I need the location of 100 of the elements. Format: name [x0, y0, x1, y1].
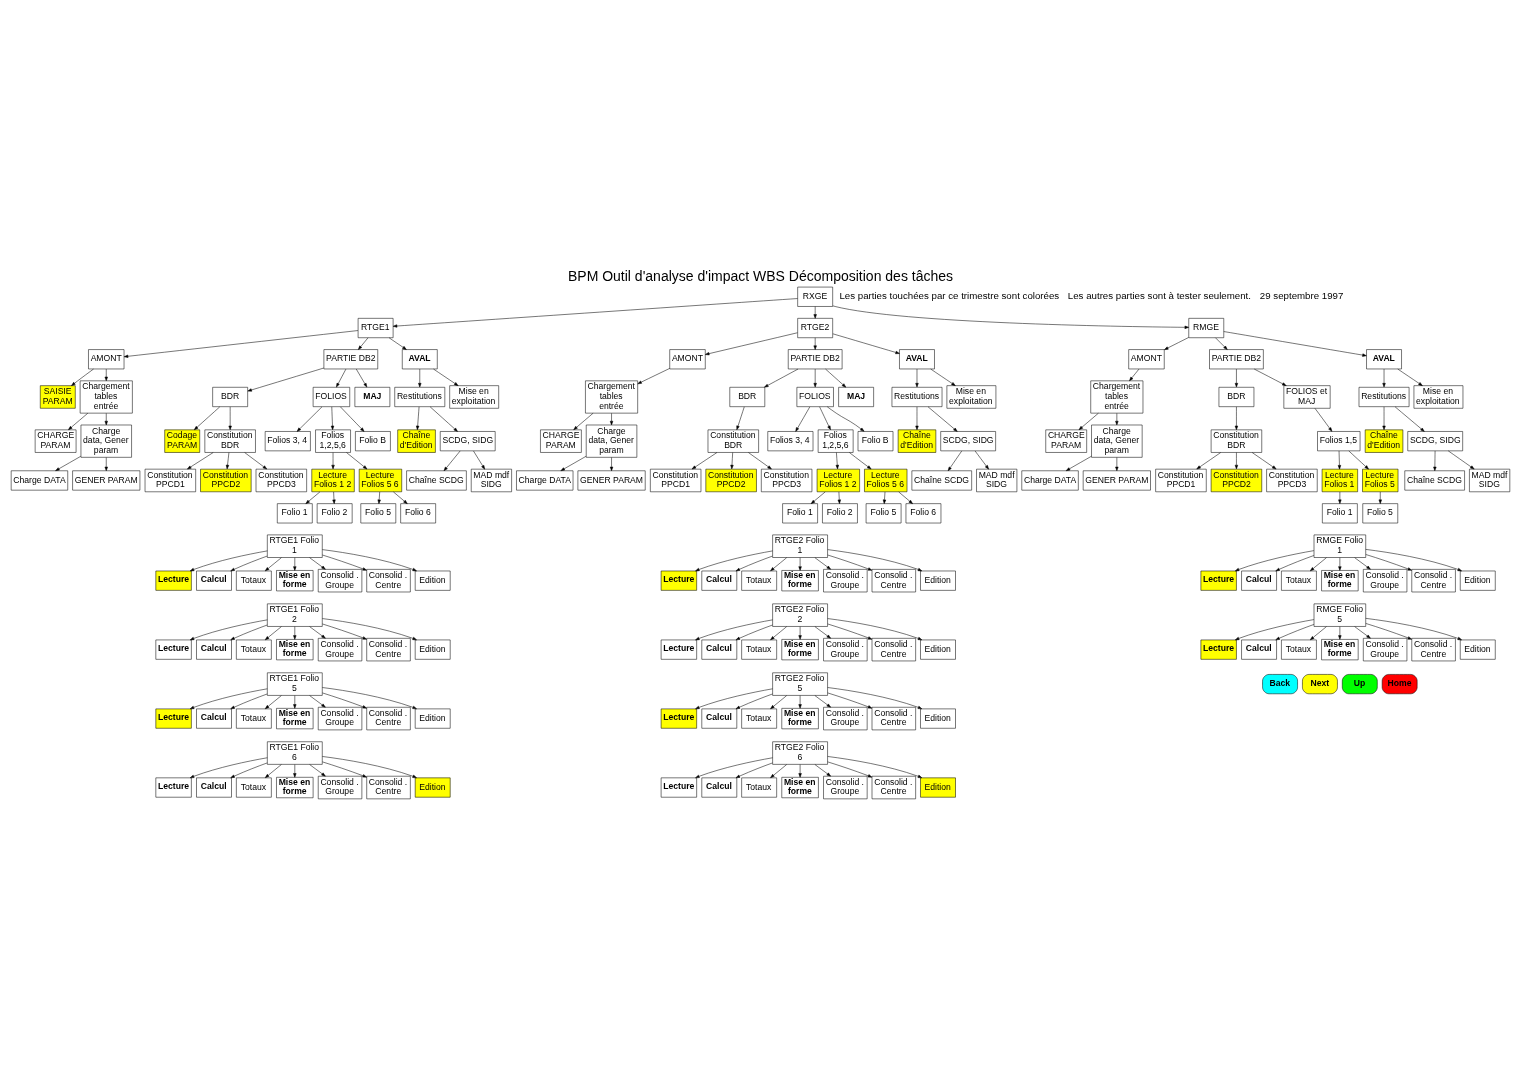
- node-box: CHARGE PARAM: [1044, 429, 1087, 453]
- arrow: [1253, 368, 1286, 386]
- arrow: [104, 457, 108, 472]
- node-box: Lecture: [155, 639, 192, 660]
- node-box: Constitution PPCD2: [199, 468, 251, 493]
- node-box: AVAL: [1365, 349, 1402, 370]
- node-box: RTGE2 Folio 5: [771, 672, 828, 696]
- arrow: [357, 337, 368, 350]
- node-box: Totaux: [740, 708, 777, 729]
- node-box: Lecture Folios 5 6: [863, 468, 907, 493]
- node-box: Chaîne d'Edition: [396, 429, 436, 453]
- node-box: RMGE Folio 5: [1313, 603, 1366, 627]
- arrow: [264, 557, 282, 572]
- arrow: [1195, 452, 1221, 470]
- node-box: Constitution PPCD3: [1265, 468, 1317, 493]
- node-box: Consolid . Centre: [365, 638, 411, 662]
- node-box: Calcul: [701, 639, 737, 660]
- arrow: [1365, 623, 1412, 640]
- node-box: RTGE1 Folio 1: [266, 534, 323, 558]
- node-box: Totaux: [235, 708, 272, 729]
- arrow: [1381, 406, 1386, 431]
- arrow: [763, 368, 798, 388]
- node-box: Chargement tables entrée: [584, 380, 638, 414]
- node-box: Charge data, Gener param: [585, 424, 637, 458]
- node-box: Codage PARAM: [163, 429, 200, 453]
- node-box: RTGE1 Folio 6: [266, 741, 323, 765]
- node-box: Constitution PPCD1: [649, 468, 701, 493]
- node-box: Lecture Folios 5 6: [358, 468, 402, 493]
- arrow: [1128, 368, 1139, 382]
- arrow: [321, 687, 417, 710]
- arrow: [443, 450, 460, 472]
- arrow: [243, 452, 267, 470]
- arrow: [835, 452, 839, 470]
- node-box: Constitution PPCD2: [1210, 468, 1262, 493]
- node-box: Chaîne SCDG: [405, 470, 467, 491]
- arrow: [308, 626, 326, 639]
- arrow: [345, 452, 367, 470]
- node-box: PARTIE DB2: [323, 349, 378, 370]
- arrow: [826, 687, 922, 710]
- arrow: [432, 368, 458, 386]
- node-box: SCDG, SIDG: [439, 431, 495, 452]
- node-box: Charge DATA: [1021, 470, 1079, 491]
- node-box: RTGE1: [357, 318, 393, 338]
- arrow: [1353, 626, 1371, 639]
- node-box: CHARGE PARAM: [539, 429, 582, 453]
- node-box: Mise en forme: [781, 570, 819, 592]
- node-box: Constitution PPCD1: [144, 468, 196, 493]
- arrow: [1251, 452, 1276, 470]
- node-box: Consolid . Centre: [871, 569, 916, 593]
- node-box: Lecture Folios 1 2: [311, 468, 355, 493]
- node-box: Charge DATA: [10, 470, 68, 491]
- node-box: Folio 5: [865, 503, 901, 524]
- arrow: [193, 406, 220, 431]
- arrow: [67, 412, 88, 430]
- arrow: [296, 406, 322, 432]
- node-box: Folio 6: [399, 503, 436, 524]
- node-box: BDR: [729, 387, 765, 407]
- node-box: Folio 2: [821, 503, 858, 524]
- node-box: CHARGE PARAM: [34, 429, 76, 453]
- arrow: [927, 406, 958, 432]
- arrow: [1353, 557, 1371, 570]
- arrow: [814, 557, 831, 570]
- arrow: [837, 491, 841, 504]
- arrow: [1337, 626, 1341, 640]
- arrow: [735, 406, 745, 431]
- arrow: [694, 688, 773, 710]
- node-box: Lecture Folios 1: [1321, 468, 1358, 493]
- node-box: Folio 5: [360, 503, 396, 524]
- node-box: Back: [1261, 674, 1298, 695]
- node-box: RTGE1 Folio 5: [266, 672, 323, 696]
- arrow: [735, 555, 773, 572]
- node-box: Chaîne SCDG: [1404, 470, 1465, 491]
- arrow: [813, 368, 817, 388]
- node-box: Mise en forme: [1320, 570, 1358, 592]
- node-box: Chargement tables entrée: [79, 380, 133, 414]
- arrow: [914, 406, 919, 431]
- node-box: AMONT: [87, 349, 124, 370]
- node-box: AVAL: [898, 349, 935, 370]
- arrow: [810, 491, 825, 504]
- node-box: Constitution PPCD3: [760, 468, 812, 493]
- arrow: [308, 764, 326, 777]
- arrow: [264, 764, 282, 778]
- node-box: Up: [1341, 674, 1378, 695]
- node-box: Consolid . Centre: [871, 707, 916, 731]
- arrow: [813, 337, 817, 350]
- node-box: Folio B: [857, 431, 893, 452]
- node-box: AMONT: [1127, 349, 1164, 370]
- node-box: Consolid . Groupe: [1362, 569, 1407, 593]
- label: Les parties touchées par ce trimestre sont colorées: [838, 290, 1059, 302]
- node-box: Charge DATA: [515, 470, 573, 491]
- node-box: Lecture Folios 5: [1361, 468, 1398, 493]
- arrow: [1065, 456, 1092, 471]
- node-box: Consolid . Groupe: [822, 707, 867, 731]
- arrow: [264, 695, 282, 710]
- arrow: [1234, 452, 1238, 470]
- arrow: [388, 337, 407, 350]
- arrow: [54, 456, 81, 471]
- arrow: [769, 764, 787, 778]
- node-box: PARTIE DB2: [1208, 349, 1264, 370]
- arrow: [832, 333, 900, 354]
